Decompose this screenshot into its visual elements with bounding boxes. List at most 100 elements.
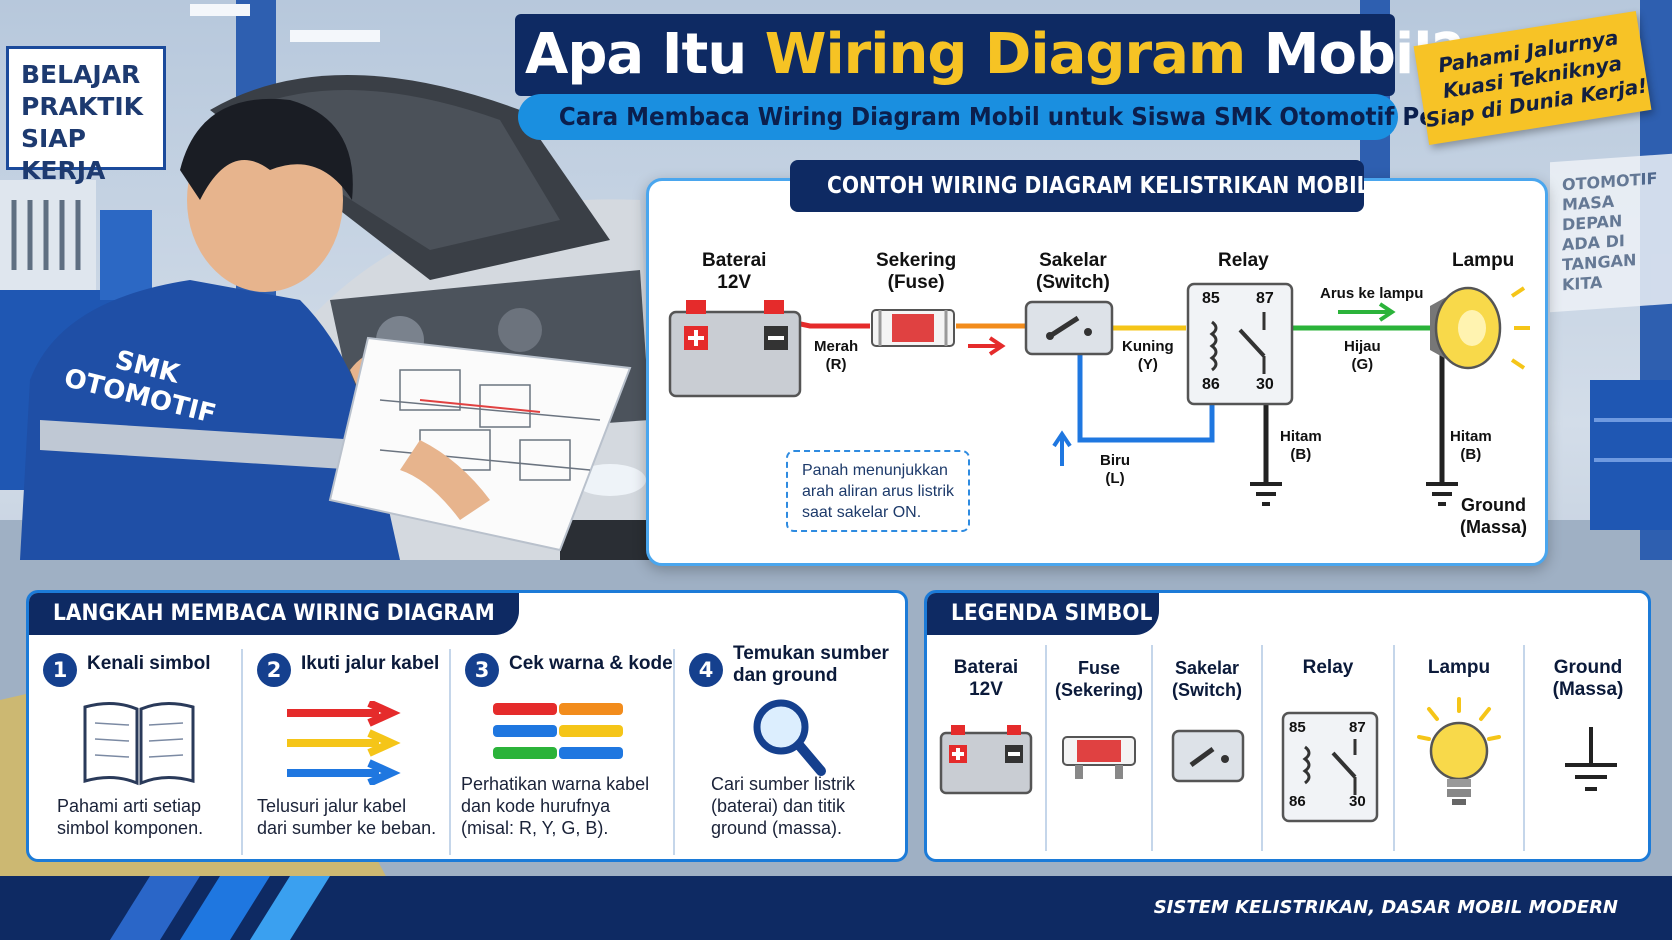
label-line: (Fuse) [887, 272, 945, 293]
step-number: 3 [465, 653, 499, 687]
label-line: Baterai [702, 250, 767, 271]
relay-icon [1186, 282, 1294, 406]
ground-icon [1565, 727, 1617, 791]
step-2: 2 Ikuti jalur kabel Telusuri jalur kabel… [243, 639, 449, 859]
step-desc: Pahami arti setiap simbol komponen. [57, 795, 203, 839]
ground-icon [1426, 482, 1458, 506]
footer-stripes [110, 876, 330, 940]
relay-pin-30: 30 [1256, 376, 1274, 393]
legend-separator [1045, 645, 1047, 851]
battery-icon [939, 725, 1033, 795]
wire-label-black-relay: Hitam (B) [1280, 428, 1322, 464]
footer-bar: SISTEM KELISTRIKAN, DASAR MOBIL MODERN [0, 876, 1672, 940]
legend-separator [1393, 645, 1395, 851]
wire-blue [1077, 352, 1215, 443]
step-desc-line: (misal: R, Y, G, B). [461, 818, 609, 838]
legend-title: Relay [1302, 657, 1354, 678]
step-desc-line: Cari sumber listrik [711, 774, 856, 794]
note-line: saat sakelar ON. [802, 504, 922, 521]
arrows-icon [287, 701, 401, 785]
flow-arrow-blue [1052, 430, 1072, 466]
steps-heading-text: LANGKAH MEMBACA WIRING DIAGRAM [53, 601, 495, 626]
legend-title: Fuse (Sekering) [1047, 657, 1151, 701]
wire-label-line: Biru [1100, 452, 1130, 469]
step-desc: Telusuri jalur kabel dari sumber ke beba… [257, 795, 436, 839]
legend-relay-pin: 30 [1349, 793, 1366, 810]
wire-label-line: (R) [825, 356, 847, 373]
title-part: Apa Itu [525, 22, 765, 87]
footer-text: SISTEM KELISTRIKAN, DASAR MOBIL MODERN [1153, 897, 1618, 918]
step-3: 3 Cek warna & kode Perhatikan warna kabe… [451, 639, 673, 859]
step-desc-line: dan kode hurufnya [461, 796, 611, 816]
legend-title-line: 12V [969, 679, 1003, 700]
wire-label-line: Merah [814, 338, 859, 355]
legend-separator [1261, 645, 1263, 851]
wire-label-line: Hitam [1450, 428, 1492, 445]
steps-heading: LANGKAH MEMBACA WIRING DIAGRAM [29, 593, 519, 635]
book-icon [83, 702, 195, 786]
label-line: (Switch) [1036, 272, 1110, 293]
wire-label-line: (B) [1460, 446, 1482, 463]
color-bars-icon [493, 703, 623, 759]
ground-label-line: Ground [1461, 495, 1527, 515]
fuse-icon [871, 309, 955, 347]
title-highlight: Wiring Diagram [764, 22, 1247, 87]
legend-title-line: (Sekering) [1054, 680, 1144, 700]
magnifier-icon [753, 699, 826, 776]
step-desc: Perhatikan warna kabel dan kode hurufnya… [461, 773, 649, 839]
legend-title-line: (Massa) [1552, 679, 1624, 700]
step-separator [673, 649, 675, 855]
step-title-line: dan ground [733, 665, 838, 686]
ground-label: Ground (Massa) [1460, 494, 1527, 538]
label-line: Sakelar [1039, 250, 1107, 271]
step-desc-line: Telusuri jalur kabel [257, 796, 407, 816]
ground-icon [1250, 482, 1282, 506]
step-title: Kenali simbol [87, 653, 211, 674]
step-desc-line: simbol komponen. [57, 818, 204, 838]
legend-switch: Sakelar (Switch) [1153, 645, 1261, 855]
legend-title-line: Ground [1553, 657, 1623, 678]
wire-label-line: Hijau [1344, 338, 1381, 355]
label-lamp: Lampu [1452, 250, 1515, 271]
legend-title: Baterai 12V [927, 657, 1045, 701]
wire-label-blue: Biru (L) [1100, 452, 1130, 488]
legend-fuse: Fuse (Sekering) [1047, 645, 1151, 855]
subtitle-text: Cara Membaca Wiring Diagram Mobil untuk … [558, 102, 1499, 131]
step-desc-line: Perhatikan warna kabel [461, 774, 650, 794]
legend-ground: Ground (Massa) [1525, 645, 1648, 855]
legend-title: Ground (Massa) [1525, 657, 1648, 701]
step-desc-line: ground (massa). [711, 818, 843, 838]
step-desc: Cari sumber listrik (baterai) dan titik … [711, 773, 855, 839]
ground-label-line: (Massa) [1460, 517, 1528, 537]
switch-icon [1171, 729, 1245, 783]
lamp-icon [1417, 697, 1501, 805]
switch-icon [1024, 300, 1114, 356]
step-title-line: Temukan sumber [733, 643, 889, 664]
lamp-icon [1430, 286, 1530, 370]
steps-panel: LANGKAH MEMBACA WIRING DIAGRAM 1 Kenali … [26, 590, 908, 862]
legend-heading: LEGENDA SIMBOL [927, 593, 1159, 635]
legend-relay-pin: 85 [1289, 719, 1306, 736]
relay-pin-85: 85 [1202, 290, 1220, 307]
legend-title: Lampu [1427, 657, 1491, 678]
step-1: 1 Kenali simbol Pahami arti setiap simbo… [29, 639, 241, 859]
wire-label-yellow: Kuning (Y) [1122, 338, 1174, 374]
legend-heading-text: LEGENDA SIMBOL [951, 601, 1153, 626]
legend-title-line: (Switch) [1172, 680, 1242, 700]
wire-label-line: (Y) [1137, 356, 1158, 373]
legend-relay: Relay 85 87 86 30 [1263, 645, 1393, 855]
step-number: 4 [689, 653, 723, 687]
label-line: 12V [717, 272, 752, 293]
label-battery: Baterai 12V [702, 250, 766, 294]
relay-icon [1281, 711, 1379, 823]
page-subtitle: Cara Membaca Wiring Diagram Mobil untuk … [518, 94, 1499, 140]
legend-panel: LEGENDA SIMBOL Baterai 12V Fuse (Sekerin… [924, 590, 1651, 862]
step-number: 1 [43, 653, 77, 687]
step-separator [241, 649, 243, 855]
wire-label-black-lamp: Hitam (B) [1450, 428, 1492, 464]
label-line: Sekering [876, 250, 957, 271]
label-relay: Relay [1218, 250, 1269, 271]
step-4: 4 Temukan sumber dan ground Cari sumber … [675, 639, 905, 859]
wall-sign-line: PRAKTIK [21, 92, 144, 121]
